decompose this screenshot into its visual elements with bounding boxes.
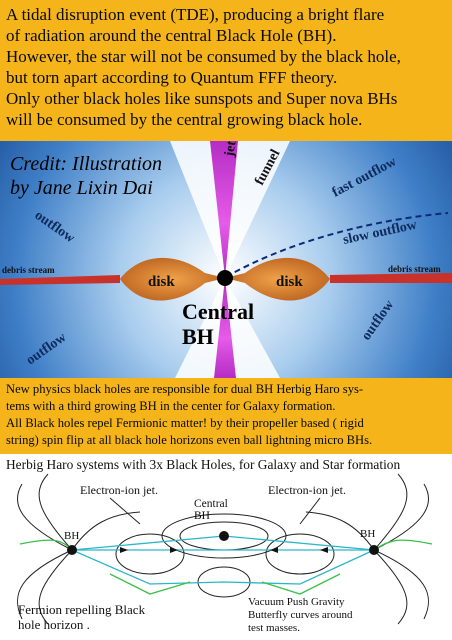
- intro-line: A tidal disruption event (TDE), producin…: [6, 5, 385, 24]
- lower-jet: [214, 278, 236, 378]
- central-black-hole: [217, 270, 233, 286]
- right-field-line: [305, 511, 375, 551]
- tde-illustration-graphic: jet funnel fast outflow slow outflow out…: [0, 141, 452, 378]
- illustration-credit: Credit: Illustration by Jane Lixin Dai: [10, 152, 162, 200]
- right-black-hole: [369, 545, 379, 555]
- herbig-haro-graphic: [16, 473, 433, 625]
- herbig-haro-diagram: Herbig Haro systems with 3x Black Holes,…: [0, 454, 452, 640]
- slow-outflow-curve: [225, 212, 449, 278]
- bh-left-label: BH: [64, 530, 80, 542]
- debris-stream-label-left: debris stream: [2, 265, 55, 275]
- new-physics-text-panel: New physics black holes are responsible …: [0, 378, 452, 454]
- vacuum-push-label: Vacuum Push Gravity Butterfly curves aro…: [248, 596, 352, 635]
- diagram-title: Herbig Haro systems with 3x Black Holes,…: [6, 457, 401, 472]
- left-mid-lobe: [115, 533, 185, 575]
- jet-pointer-right: [299, 497, 321, 525]
- central-bh-label: Central BH: [182, 299, 254, 349]
- disk-label-left: disk: [148, 274, 175, 290]
- central-bh-line: Central: [182, 299, 255, 324]
- debris-stream-right: [330, 273, 452, 283]
- intro-line: of radiation around the central Black Ho…: [6, 26, 337, 45]
- bottom-lobe: [197, 566, 251, 598]
- jet-label: jet: [222, 141, 240, 159]
- green-field-bottom-right: [261, 573, 341, 595]
- left-field-line: [38, 473, 73, 551]
- arrow-marker: [270, 547, 278, 553]
- electron-jet-label-right: Electron-ion jet.: [268, 483, 346, 497]
- intro-line: Only other black holes like sunspots and…: [6, 89, 398, 108]
- disk-label-right: disk: [276, 274, 303, 290]
- arrow-marker: [120, 547, 128, 553]
- green-field-right: [373, 539, 433, 551]
- right-field-line: [373, 549, 408, 625]
- upper-jet: [210, 141, 238, 278]
- arrow-marker: [170, 547, 178, 553]
- debris-stream-label-right: debris stream: [388, 264, 441, 274]
- intro-line: However, the star will not be consumed b…: [6, 47, 401, 66]
- new-physics-line: tems with a third growing BH in the cent…: [6, 399, 336, 413]
- new-physics-line: string) spin flip at all black hole hori…: [6, 433, 373, 447]
- bh-right-label: BH: [360, 528, 376, 540]
- vacuum-line: test masses.: [248, 622, 300, 634]
- debris-stream-left: [0, 275, 120, 285]
- disk-right: [225, 257, 330, 301]
- fermion-line: hole horizon .: [18, 617, 90, 632]
- new-physics-line: All Black holes repel Fermionic matter! …: [6, 416, 364, 430]
- vacuum-line: Vacuum Push Gravity: [248, 596, 345, 608]
- vacuum-line: Butterfly curves around: [248, 609, 353, 621]
- arrow-marker: [320, 547, 328, 553]
- left-field-line: [16, 549, 73, 620]
- disk-left: [120, 257, 225, 301]
- new-physics-line: New physics black holes are responsible …: [6, 382, 364, 396]
- right-field-line: [373, 549, 430, 620]
- intro-line: will be consumed by the central growing …: [6, 110, 363, 129]
- right-field-line: [373, 473, 408, 551]
- central-black-hole-diagram: [219, 531, 229, 541]
- tde-illustration: jet funnel fast outflow slow outflow out…: [0, 141, 452, 378]
- central-bh-diagram-line: BH: [194, 510, 210, 522]
- right-mid-lobe: [265, 533, 335, 575]
- intro-text-panel: A tidal disruption event (TDE), producin…: [0, 0, 452, 141]
- central-bh-diagram-label: Central BH: [194, 498, 228, 522]
- credit-line: Credit: Illustration: [10, 153, 163, 175]
- electron-jet-label-left: Electron-ion jet.: [80, 483, 158, 497]
- fermion-line: Fermion repelling Black: [18, 602, 146, 617]
- left-black-hole: [67, 545, 77, 555]
- central-bh-diagram-line: Central: [194, 498, 228, 510]
- credit-line: by Jane Lixin Dai: [10, 177, 153, 199]
- left-field-line: [71, 511, 141, 551]
- intro-line: but torn apart according to Quantum FFF …: [6, 68, 338, 87]
- left-field-line: [38, 549, 73, 625]
- fermion-label: Fermion repelling Black hole horizon .: [18, 602, 145, 632]
- left-field-line: [16, 483, 73, 551]
- bh-lower-line: [71, 549, 375, 585]
- jet-pointer-left: [109, 497, 141, 525]
- central-bh-line: BH: [182, 324, 214, 349]
- green-field-bottom-left: [109, 573, 191, 595]
